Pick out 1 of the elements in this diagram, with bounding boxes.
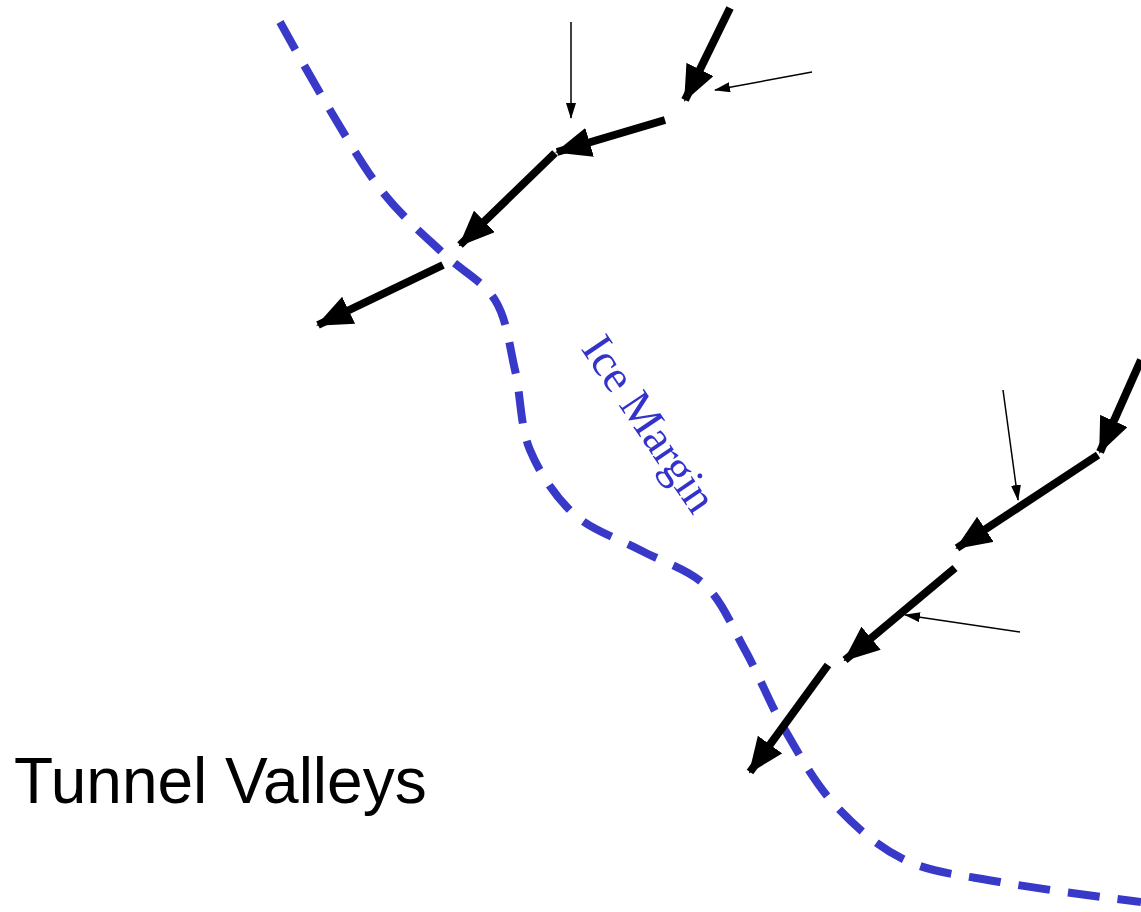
title: Tunnel Valleys bbox=[14, 744, 427, 818]
